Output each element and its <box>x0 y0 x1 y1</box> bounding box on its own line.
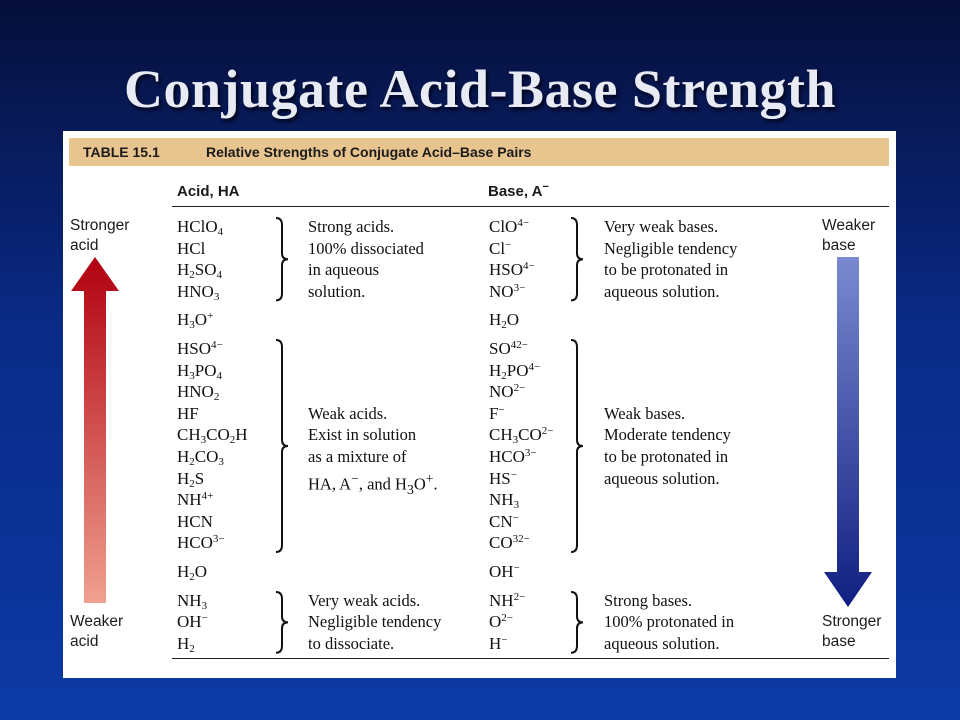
base-formula: HCO3− <box>489 447 537 466</box>
base-formula: H2PO4− <box>489 360 541 382</box>
base-formula: Cl− <box>489 238 512 258</box>
base-description: Strong bases. <box>604 590 692 610</box>
acid-description: HA, A−, and H3O+. <box>308 470 438 497</box>
acid-description: Negligible tendency <box>308 612 442 632</box>
acid-description: to dissociate. <box>308 633 395 653</box>
base-formula: OH− <box>489 562 520 581</box>
base-formula: H− <box>489 633 508 653</box>
acid-description: in aqueous <box>308 260 380 280</box>
acid-formula: NH3 <box>177 590 208 612</box>
acid-description: Very weak acids. <box>308 590 421 610</box>
base-description: aqueous solution. <box>604 468 720 488</box>
bottom-rule <box>172 658 889 659</box>
base-formula: F− <box>489 403 505 423</box>
acid-formula: H2O <box>177 562 208 583</box>
base-group-brace <box>570 217 584 302</box>
acid-description: Weak acids. <box>308 403 388 423</box>
acid-formula: HSO4− <box>177 339 223 358</box>
base-formula: CO32− <box>489 533 530 553</box>
acid-description: Strong acids. <box>308 217 395 236</box>
base-description: to be protonated in <box>604 447 729 466</box>
base-description: Moderate tendency <box>604 425 731 445</box>
base-formula: CH3CO2− <box>489 425 554 447</box>
acid-formula: HNO3 <box>177 281 220 303</box>
base-description: Negligible tendency <box>604 238 738 258</box>
acid-strength-arrow <box>71 257 119 603</box>
acid-formula: HF <box>177 403 199 423</box>
base-strength-arrow <box>824 257 872 607</box>
acid-formula: HNO2 <box>177 382 220 404</box>
table-card: TABLE 15.1 Relative Strengths of Conjuga… <box>63 131 896 678</box>
acid-formula: H3PO4 <box>177 360 223 382</box>
weaker-base-label: Weaker base <box>822 217 876 254</box>
acid-formula: H3O+ <box>177 310 214 332</box>
base-formula: HSO4− <box>489 260 535 280</box>
acid-description: Exist in solution <box>308 425 417 445</box>
base-formula: NO2− <box>489 382 526 402</box>
base-formula: NO3− <box>489 281 526 301</box>
base-group-brace <box>570 339 584 553</box>
acid-group-brace <box>275 217 289 302</box>
base-formula: ClO4− <box>489 217 530 236</box>
base-description: Very weak bases. <box>604 217 719 236</box>
acid-formula: HClO4 <box>177 217 224 238</box>
acid-description: solution. <box>308 281 366 301</box>
acid-formula: H2SO4 <box>177 260 223 282</box>
acid-formula: HCl <box>177 238 206 258</box>
acid-formula: H2CO3 <box>177 447 224 468</box>
base-formula: NH3 <box>489 490 520 512</box>
acid-formula: HCN <box>177 511 213 531</box>
weaker-acid-label: Weaker acid <box>70 613 124 650</box>
table-number: TABLE 15.1 <box>83 144 160 160</box>
acid-formula: HCO3− <box>177 533 225 553</box>
stronger-acid-label: Stronger acid <box>70 217 130 254</box>
stronger-base-label: Stronger base <box>822 613 882 650</box>
base-formula: O2− <box>489 612 513 632</box>
acid-formula: H2 <box>177 633 195 655</box>
base-formula: NH2− <box>489 590 526 610</box>
base-description: aqueous solution. <box>604 633 720 653</box>
acid-formula: NH4+ <box>177 490 214 510</box>
acid-group-brace <box>275 339 289 553</box>
base-description: aqueous solution. <box>604 281 720 301</box>
acid-description: as a mixture of <box>308 447 407 466</box>
acid-group-brace <box>275 590 289 654</box>
base-formula: HS− <box>489 468 517 488</box>
base-group-brace <box>570 590 584 654</box>
base-description: 100% protonated in <box>604 612 735 632</box>
caption-bar: TABLE 15.1 Relative Strengths of Conjuga… <box>69 138 889 166</box>
base-column-header: Base, A− <box>488 181 549 201</box>
acid-formula: H2S <box>177 468 205 490</box>
slide-title: Conjugate Acid-Base Strength <box>123 59 837 119</box>
acid-description: 100% dissociated <box>308 238 424 258</box>
acid-formula: OH− <box>177 612 208 632</box>
acid-formula: CH3CO2H <box>177 425 248 447</box>
base-formula: H2O <box>489 310 520 332</box>
base-description: Weak bases. <box>604 403 686 423</box>
base-formula: CN− <box>489 511 519 531</box>
acid-column-header: Acid, HA <box>177 183 240 200</box>
table-caption: Relative Strengths of Conjugate Acid–Bas… <box>206 144 532 160</box>
header-rule <box>172 206 889 207</box>
base-description: to be protonated in <box>604 260 729 280</box>
base-formula: SO42− <box>489 339 528 358</box>
